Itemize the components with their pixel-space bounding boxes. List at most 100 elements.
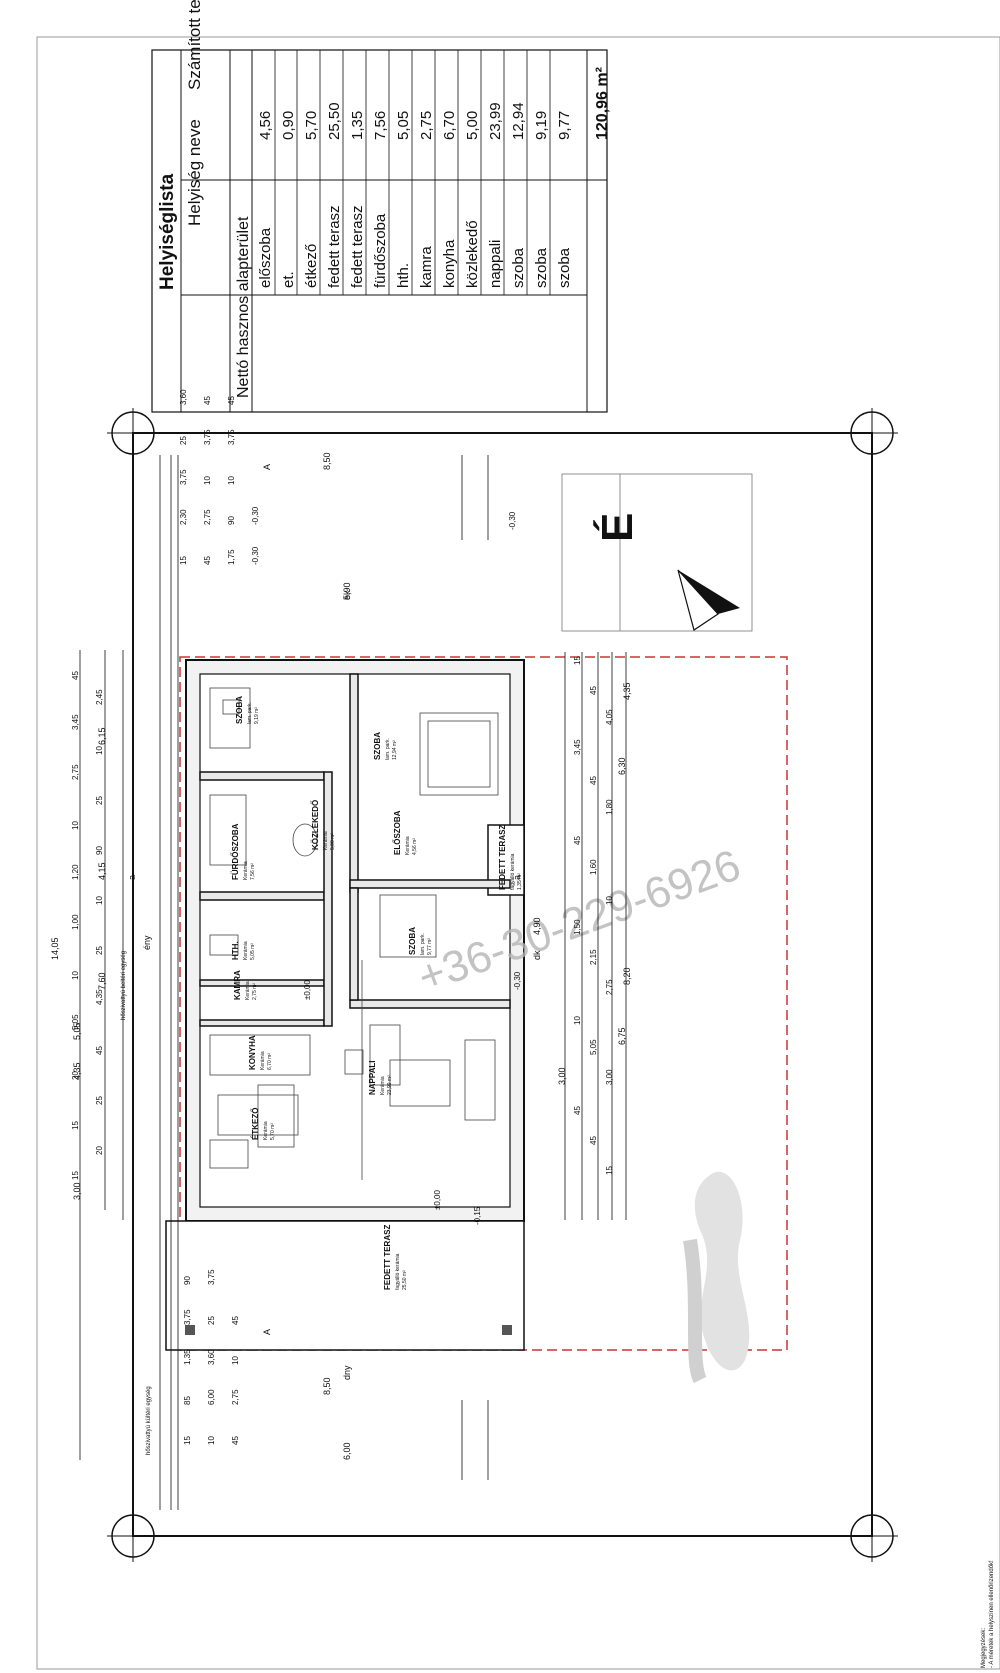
room-area: 4,56 m²: [412, 838, 418, 855]
table-row-area: 5,70: [303, 111, 320, 140]
dim-bottom-value: 45: [231, 1316, 240, 1325]
dim-left-value: 4,35: [95, 989, 104, 1005]
room-label: KÖZLEKEDŐ: [311, 800, 320, 850]
dim-top-value: 3,75: [203, 429, 212, 445]
section-mark: a: [127, 875, 137, 880]
table-row-name: közlekedő: [464, 220, 481, 288]
section-mark: A: [262, 1329, 272, 1335]
level-mark: -0,30: [508, 511, 517, 530]
dim-left-value: 15: [71, 1171, 80, 1180]
dim-top-value: 90: [227, 516, 236, 525]
level-mark: ±0,00: [433, 1189, 442, 1210]
north-arrow-icon: É: [592, 513, 740, 631]
dim-bottom-value: 1,35: [183, 1349, 192, 1365]
room-area: 25,50 m²: [402, 1270, 408, 1290]
section-mark: dk: [532, 950, 542, 960]
dim-overall-value: 3,00: [72, 1182, 82, 1200]
room-material: Kerámia: [243, 861, 249, 880]
dim-left-value: 2,75: [71, 764, 80, 780]
table-row-name: szoba: [533, 247, 550, 288]
room-area: 2,75 m²: [252, 983, 258, 1000]
dim-bottom-value: 45: [231, 1436, 240, 1445]
room-label: FEDETT TERASZ: [383, 1225, 392, 1290]
dim-right-value: 45: [573, 1106, 582, 1115]
table-row-name: fürdőszoba: [372, 213, 389, 288]
dim-bottom-value: 10: [231, 1356, 240, 1365]
section-mark: dny: [342, 1365, 352, 1380]
dim-left-value: 25: [95, 946, 104, 955]
room-material: Kerámia: [260, 1051, 266, 1070]
redaction-scribble: [683, 1171, 750, 1384]
dim-top-value: 10: [227, 476, 236, 485]
dim-left-value: 1,00: [71, 914, 80, 930]
room-area: 5,00 m²: [330, 833, 336, 850]
room-area: 23,99 m²: [387, 1075, 393, 1095]
room-area: 9,77 m²: [427, 938, 433, 955]
room-material: fagyálló kerámia: [510, 853, 516, 890]
section-mark: ény: [142, 935, 152, 950]
dim-top-value: -0,30: [251, 506, 260, 525]
dim-overall-value: 5,05: [72, 1022, 82, 1040]
room-label: NAPPALI: [368, 1060, 377, 1095]
dim-right-value: 3,00: [605, 1069, 614, 1085]
dim-left-value: 25: [95, 1096, 104, 1105]
dim-overall-value: 4,90: [532, 917, 542, 935]
north-label: É: [592, 513, 642, 542]
dim-left-value: 1,20: [71, 864, 80, 880]
dim-overall-value: 4,15: [97, 862, 107, 880]
table-row-name: fedett terasz: [349, 205, 366, 288]
building-line: [179, 656, 788, 1351]
room-label: ÉTKEZŐ: [251, 1108, 260, 1140]
dim-overall-value: 8,50: [322, 1377, 332, 1395]
dim-left-value: 20: [95, 1146, 104, 1155]
dim-right-value: 10: [573, 1016, 582, 1025]
dim-top-value: 2,30: [179, 509, 188, 525]
dim-top-value: 10: [203, 476, 212, 485]
dim-left-value: 10: [95, 896, 104, 905]
room-label: FÜRDŐSZOBA: [231, 823, 240, 880]
dim-overall-value: 4,35: [72, 1062, 82, 1080]
dim-bottom-value: 10: [207, 1436, 216, 1445]
dim-right-value: 45: [589, 776, 598, 785]
section-mark: a: [512, 875, 522, 880]
room-label: SZOBA: [235, 696, 244, 724]
section-mark: ék: [342, 590, 352, 600]
dim-left-value: 25: [95, 796, 104, 805]
table-row-area: 5,00: [464, 111, 481, 140]
table-row-area: 9,19: [533, 111, 550, 140]
dim-top-value: 3,75: [227, 429, 236, 445]
table-row-name: kamra: [418, 246, 435, 288]
footnote-line-1: - A méretek a helyszínen ellenőrizendők!: [989, 1560, 995, 1668]
room-material: Kerámia: [243, 941, 249, 960]
dim-overall-value: 6,00: [342, 1442, 352, 1460]
dim-right-value: 1,80: [605, 799, 614, 815]
section-mark: A: [262, 464, 272, 470]
table-row-area: 6,70: [441, 111, 458, 140]
dim-bottom-value: 2,75: [231, 1389, 240, 1405]
dim-bottom-value: 85: [183, 1396, 192, 1405]
note-outdoor-unit: hőszivattyú kültéri egység: [146, 1386, 152, 1455]
room-label: SZOBA: [408, 927, 417, 955]
dim-right-value: 45: [589, 686, 598, 695]
dim-left-value: 2,45: [95, 689, 104, 705]
table-row-name: szoba: [556, 247, 573, 288]
dim-left-value: 5,05: [71, 1014, 80, 1030]
dim-overall-value: 5,90: [342, 582, 352, 600]
level-mark: ±0,00: [303, 979, 312, 1000]
room-area: 6,70 m²: [267, 1053, 273, 1070]
room-material: lam. park.: [385, 738, 391, 760]
dim-top-value: 3,60: [179, 389, 188, 405]
table-row-name: előszoba: [257, 227, 274, 288]
room-material: Kerámia: [263, 1121, 269, 1140]
dimension-lines: [79, 455, 627, 1510]
room-label: ELŐSZOBA: [393, 810, 402, 855]
room-area: 7,56 m²: [250, 863, 256, 880]
dim-left-value: 45: [95, 1046, 104, 1055]
dim-right-value: 1,60: [589, 859, 598, 875]
table-header-name: Helyiség neve: [185, 119, 204, 226]
room-label: SZOBA: [373, 732, 382, 760]
dim-left-value: 10: [71, 821, 80, 830]
dim-top-value: 25: [179, 436, 188, 445]
table-row-area: 2,75: [418, 111, 435, 140]
